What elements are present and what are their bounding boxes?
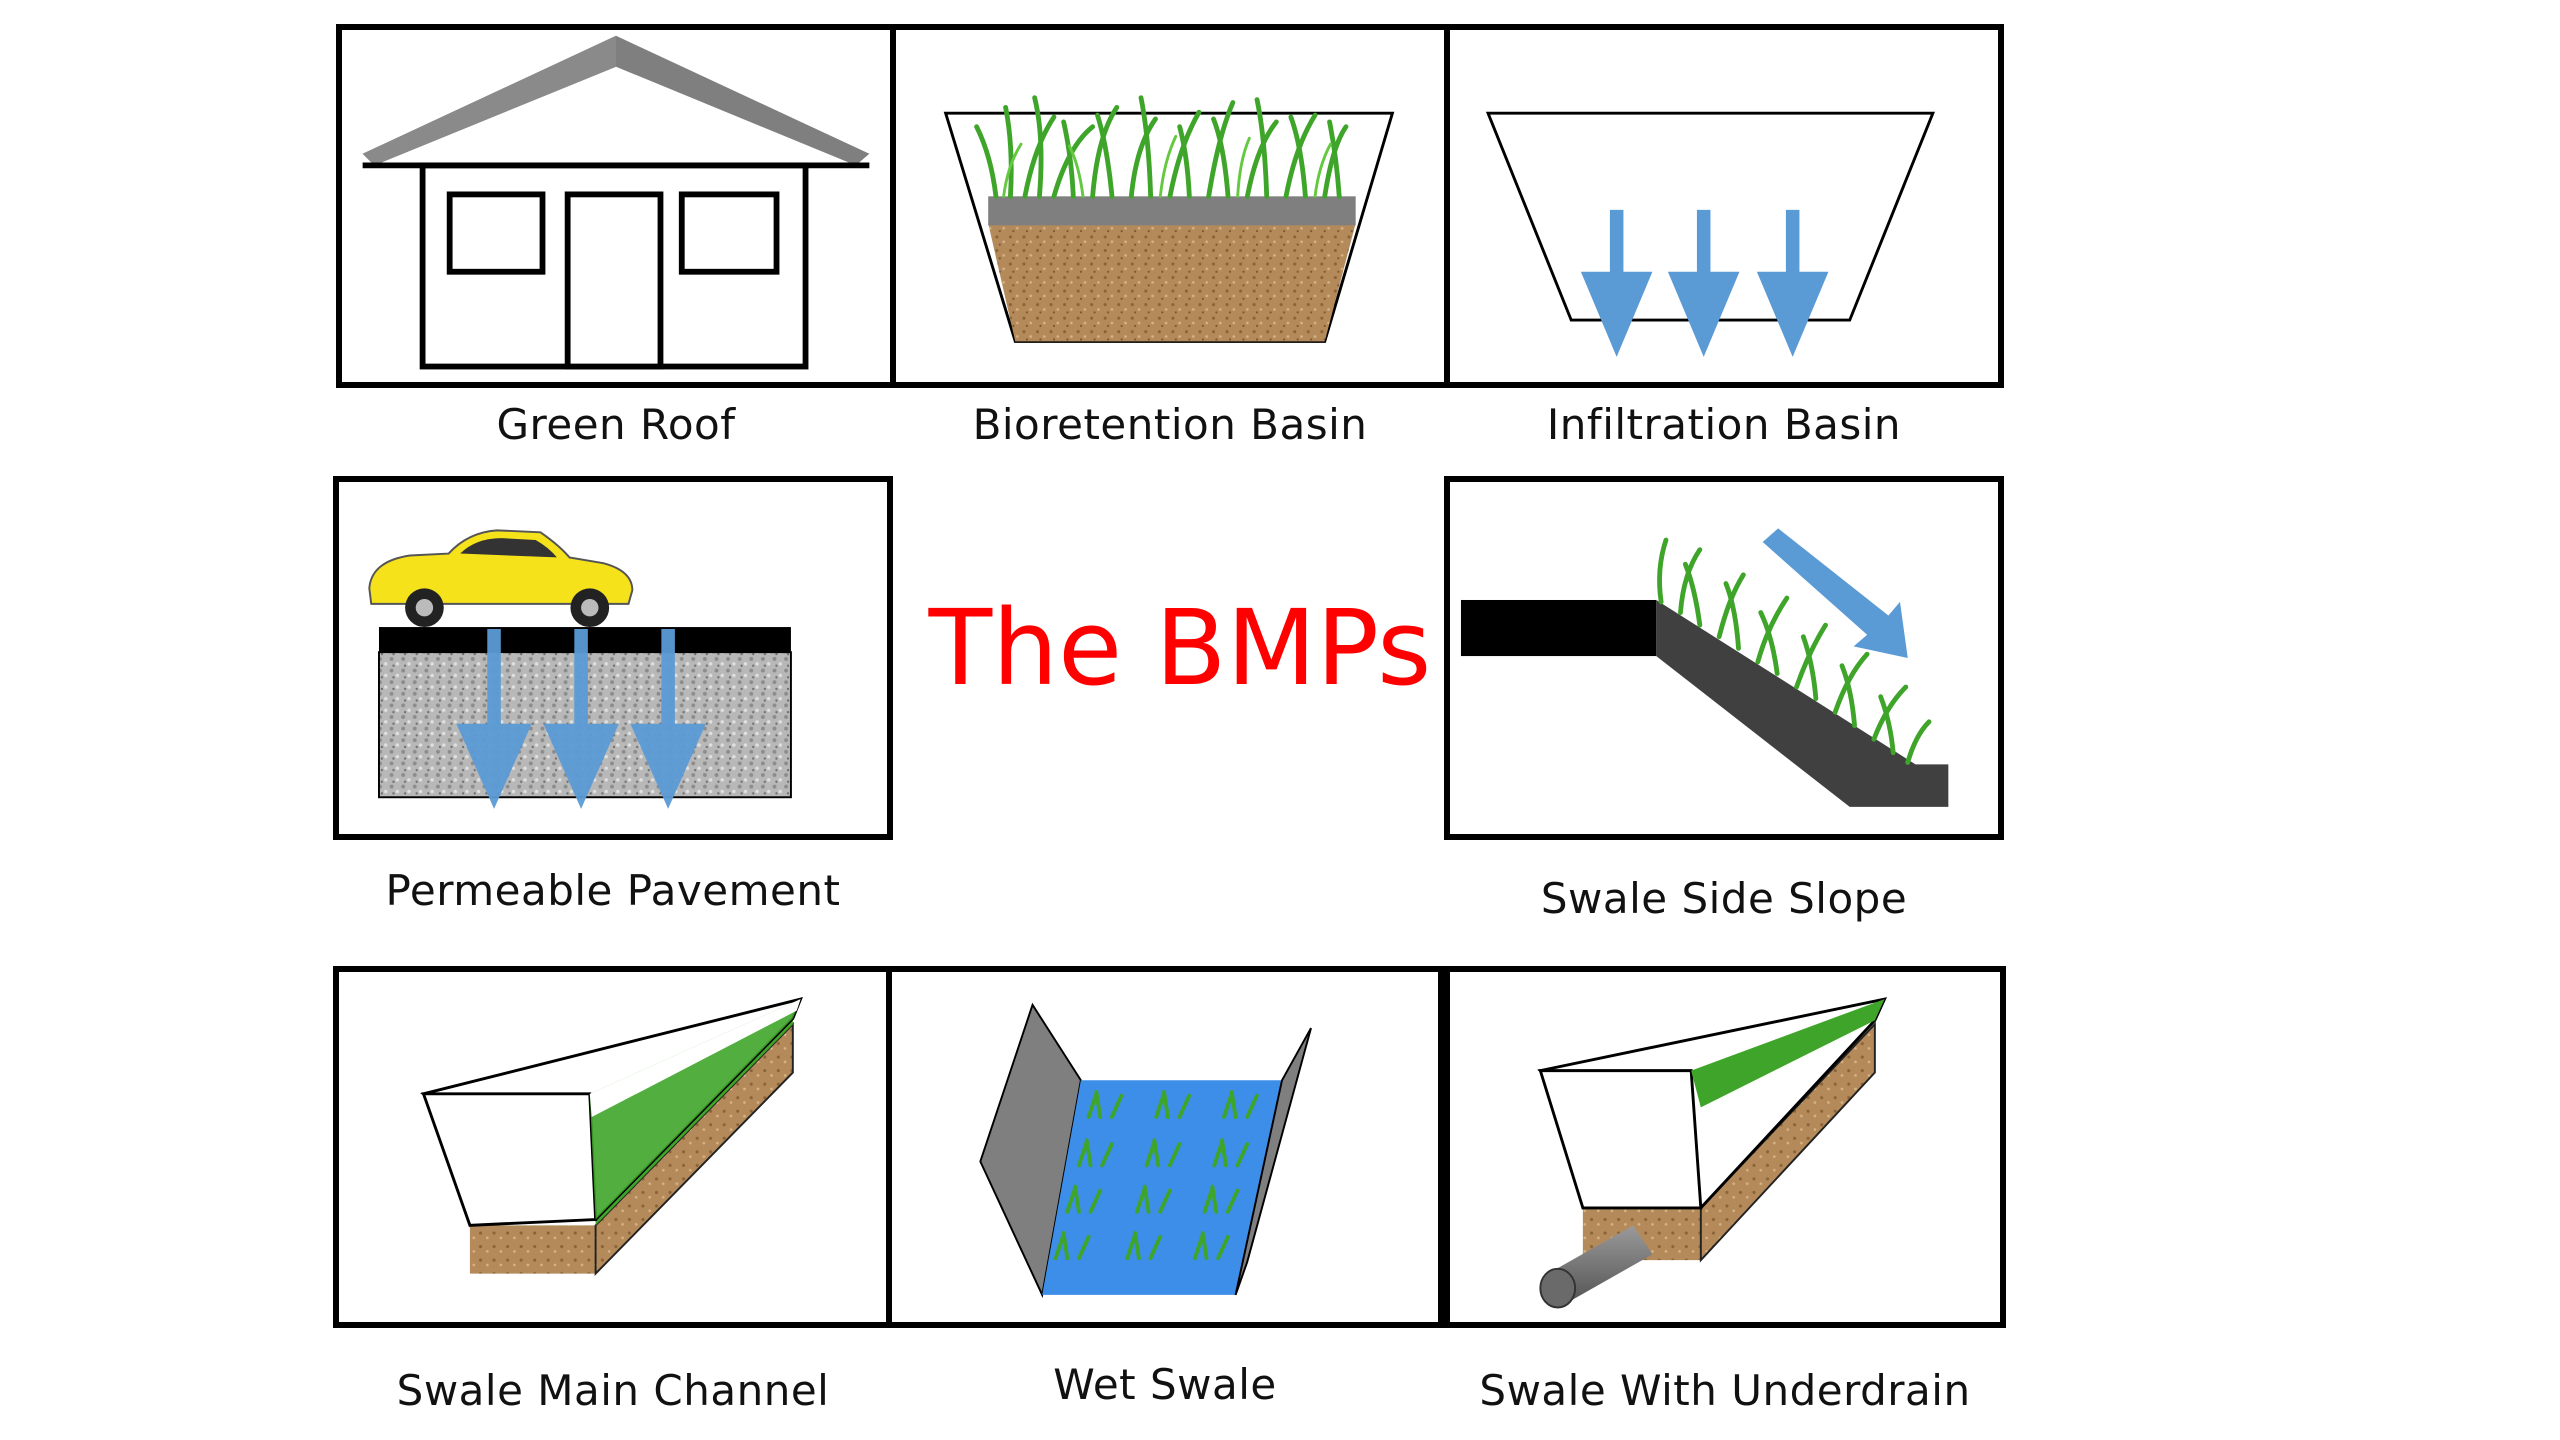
swale-with-underdrain-icon xyxy=(1537,997,1888,1309)
bioretention-basin-panel xyxy=(890,24,1450,388)
swale-side-slope-panel xyxy=(1444,476,2004,840)
car-icon xyxy=(368,529,634,628)
swale-with-underdrain-panel xyxy=(1444,966,2006,1328)
wet-swale-icon xyxy=(979,1002,1312,1299)
infiltration-basin-icon xyxy=(1485,111,1936,357)
swale-side-slope-icon xyxy=(1460,528,1949,807)
infiltration-basin-panel xyxy=(1444,24,2004,388)
bioretention-basin-label: Bioretention Basin xyxy=(972,400,1368,449)
swale-main-channel-icon xyxy=(420,996,803,1277)
wet-swale-label: Wet Swale xyxy=(1053,1360,1277,1409)
green-roof-panel xyxy=(336,24,896,388)
swale-side-slope-label: Swale Side Slope xyxy=(1540,874,1908,923)
green-roof-label: Green Roof xyxy=(496,400,736,449)
permeable-pavement-label: Permeable Pavement xyxy=(385,866,841,915)
permeable-pavement-panel xyxy=(333,476,893,840)
underdrain-pipe-icon xyxy=(1539,1225,1653,1309)
bioretention-basin-icon xyxy=(943,95,1395,343)
house-icon xyxy=(362,35,870,370)
infiltration-basin-label: Infiltration Basin xyxy=(1546,400,1902,449)
swale-with-underdrain-label: Swale With Underdrain xyxy=(1479,1366,1971,1415)
permeable-pavement-icon xyxy=(368,529,792,809)
swale-main-channel-label: Swale Main Channel xyxy=(396,1366,830,1415)
diagram-title: The BMPs xyxy=(928,587,1432,709)
swale-main-channel-panel xyxy=(333,966,893,1328)
wet-swale-panel xyxy=(886,966,1444,1328)
